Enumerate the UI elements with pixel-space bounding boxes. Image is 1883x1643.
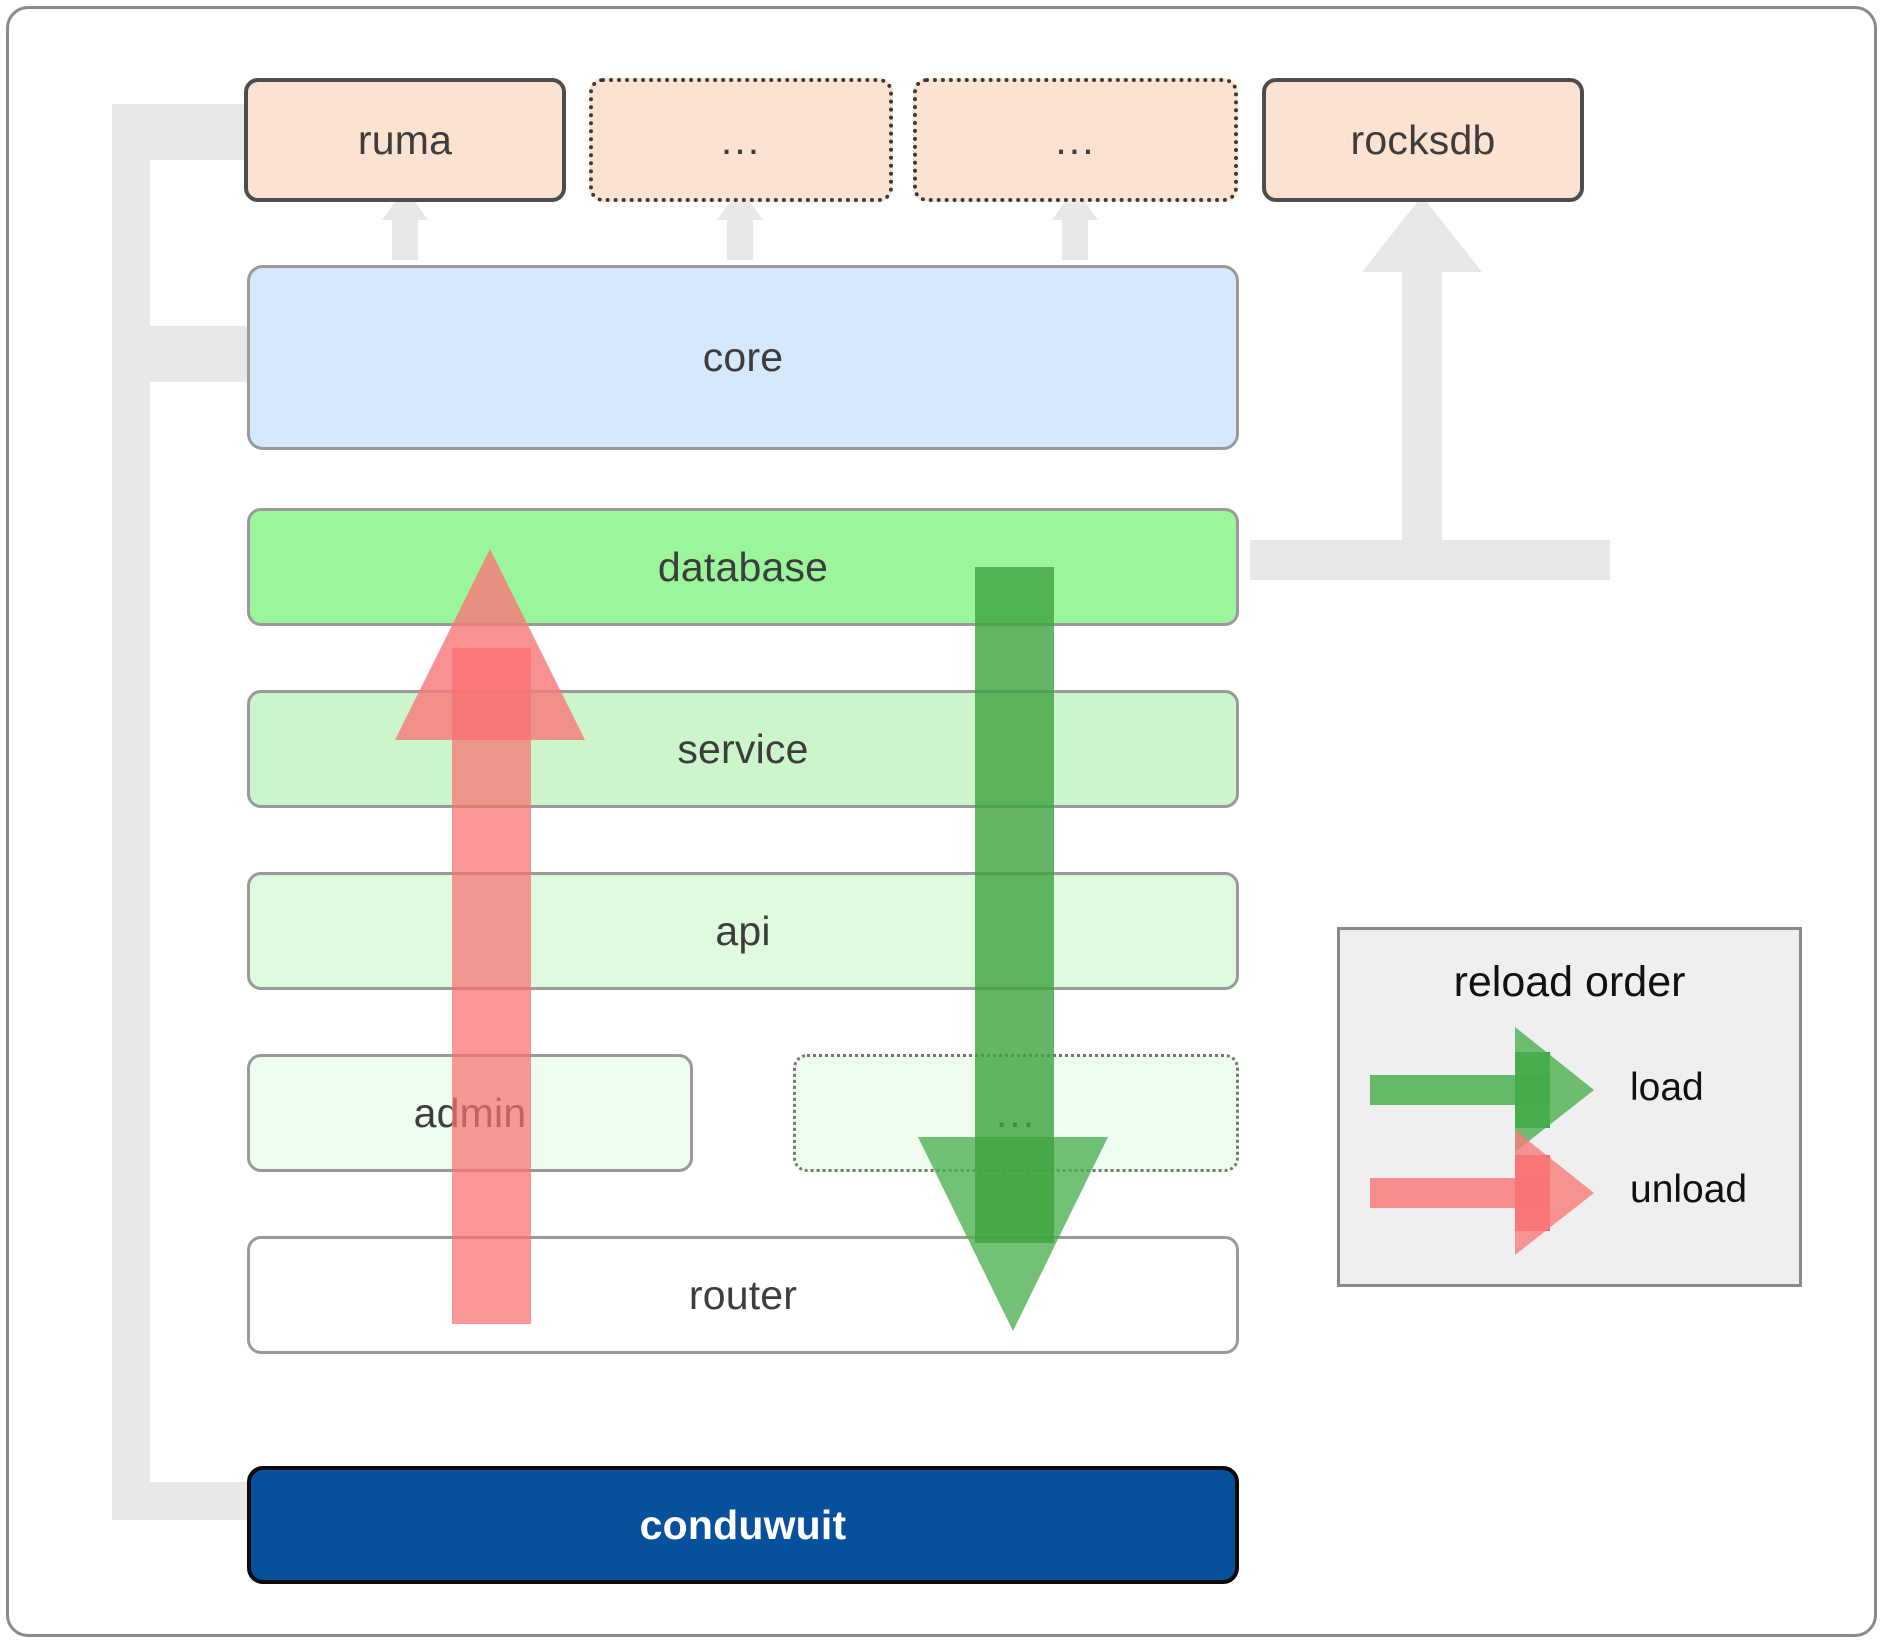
layer-box-api[interactable]: api: [247, 872, 1239, 990]
layer-label-database: database: [657, 543, 829, 590]
diagram-frame: [6, 6, 1877, 1637]
layer-box-service[interactable]: service: [247, 690, 1239, 808]
root-box-conduwuit[interactable]: conduwuit: [247, 1466, 1239, 1584]
layer-label-router: router: [688, 1271, 798, 1318]
layer-box-router[interactable]: router: [247, 1236, 1239, 1354]
legend-panel: reload order: [1337, 927, 1802, 1287]
layer-box-core[interactable]: core: [247, 265, 1239, 450]
legend-arrow-icons: [1370, 1027, 1594, 1255]
layer-label-admin: admin: [413, 1089, 527, 1136]
dependency-label-ruma: ruma: [357, 116, 453, 163]
legend-load-arrow-icon: [1370, 1027, 1594, 1152]
layer-box-morelayers[interactable]: ...: [793, 1054, 1239, 1172]
dependency-box-ruma[interactable]: ruma: [244, 78, 566, 202]
layer-box-database[interactable]: database: [247, 508, 1239, 626]
legend-label-unload: unload: [1630, 1168, 1748, 1211]
legend-title: reload order: [1453, 958, 1686, 1006]
dependency-label-dep2: ...: [720, 116, 762, 163]
layer-label-core: core: [702, 334, 784, 380]
legend-label-load: load: [1630, 1066, 1704, 1109]
layer-label-service: service: [677, 725, 809, 772]
dependency-label-dep3: ...: [1055, 116, 1096, 163]
legend-unload-arrow-icon: [1370, 1130, 1594, 1255]
layer-box-admin[interactable]: admin: [247, 1054, 693, 1172]
dependency-label-rocksdb: rocksdb: [1350, 116, 1496, 163]
layer-label-morelayers: ...: [995, 1089, 1037, 1136]
dependency-box-dep3[interactable]: ...: [913, 78, 1238, 202]
dependency-box-rocksdb[interactable]: rocksdb: [1262, 78, 1584, 202]
dependency-box-dep2[interactable]: ...: [589, 78, 893, 202]
root-label-conduwuit: conduwuit: [639, 1501, 847, 1548]
layer-label-api: api: [715, 907, 771, 954]
